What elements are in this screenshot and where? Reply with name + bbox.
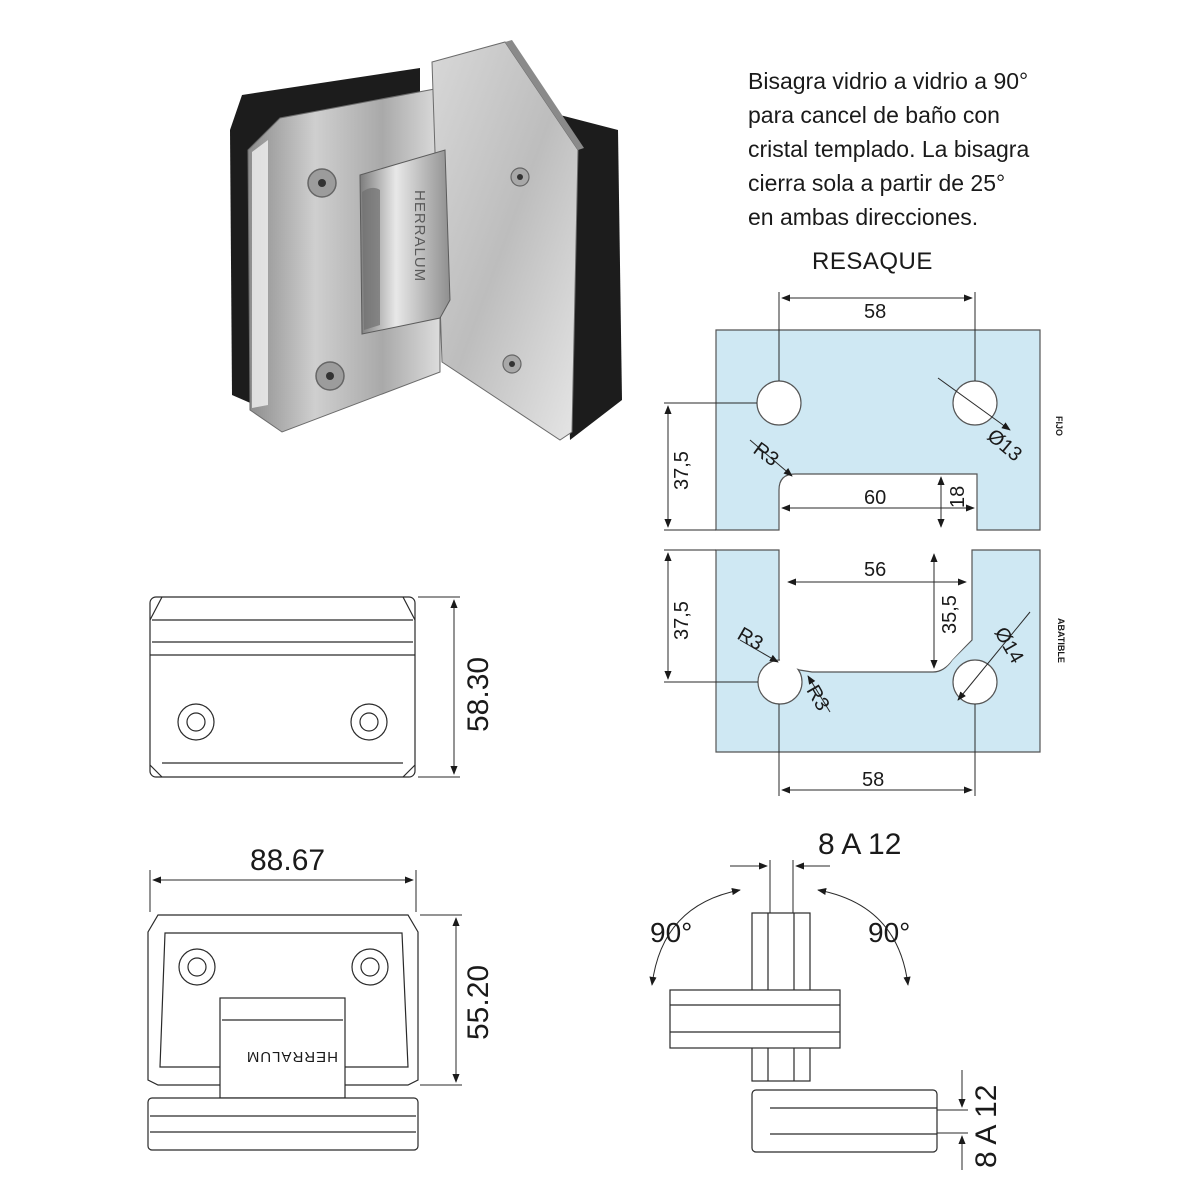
abatible-dim-height: 37,5: [671, 601, 693, 640]
description-line: en ambas direcciones.: [748, 204, 979, 230]
product-description: Bisagra vidrio a vidrio a 90° para cance…: [748, 64, 1168, 234]
abatible-label: ABATIBLE: [1056, 618, 1066, 663]
resaque-title: RESAQUE: [812, 248, 933, 275]
hinge-product-image: HERRALUM: [230, 40, 622, 441]
screw-icon: [177, 703, 215, 741]
front-view-drawing: [149, 596, 460, 778]
description-line: cristal templado. La bisagra: [748, 136, 1030, 162]
top-view-dim-height: 55.20: [462, 965, 495, 1040]
fijo-dim-top-width: 58: [864, 301, 886, 323]
description-line: cierra sola a partir de 25°: [748, 170, 1006, 196]
top-view-drawing: [147, 870, 462, 1151]
angle-arc-left: [649, 887, 741, 986]
fijo-dim-notch-depth: 18: [947, 486, 969, 508]
description-line: Bisagra vidrio a vidrio a 90°: [748, 68, 1029, 94]
section-lower-clamp: [751, 1089, 938, 1153]
description-line: para cancel de baño con: [748, 102, 1000, 128]
front-view-outline: [149, 596, 416, 778]
fijo-hole-left: [756, 380, 802, 426]
front-view-dim-height: 58.30: [462, 657, 495, 732]
top-view-lower-plate: [147, 1097, 419, 1151]
section-middle-clamp: [669, 989, 841, 1049]
screw-icon: [350, 703, 388, 741]
product-brand-engraving: HERRALUM: [411, 190, 428, 282]
section-angle-left: 90°: [650, 917, 692, 948]
screw-icon: [351, 948, 389, 986]
resaque-fijo-panel: 58 37,5 60 18 R3 Ø13 FIJO: [664, 292, 1064, 531]
top-view-knuckle: [219, 997, 346, 1099]
fijo-dim-height: 37,5: [671, 451, 693, 490]
fijo-label: FIJO: [1054, 416, 1064, 436]
section-dim-glass-side: 8 A 12: [970, 1085, 1003, 1168]
section-angle-right: 90°: [868, 917, 910, 948]
abatible-dim-bottom-width: 58: [862, 769, 884, 791]
screw-icon: [178, 948, 216, 986]
resaque-abatible-panel: 56 37,5 35,5 R3 R3 Ø14 58 ABATIBLE: [664, 549, 1066, 796]
right-plate: [431, 41, 579, 441]
top-view-dim-width: 88.67: [250, 844, 325, 877]
section-dim-glass-top: 8 A 12: [818, 828, 901, 861]
section-view-drawing: [649, 860, 968, 1170]
top-view-brand: HERRALUM: [246, 1048, 338, 1065]
abatible-dim-notch-depth: 35,5: [939, 595, 961, 634]
fijo-hole-right: [952, 380, 998, 426]
angle-arc-right: [817, 887, 911, 986]
abatible-dim-notch-width: 56: [864, 559, 886, 581]
hinge-knuckle: [359, 149, 451, 335]
fijo-dim-notch-width: 60: [864, 487, 886, 509]
